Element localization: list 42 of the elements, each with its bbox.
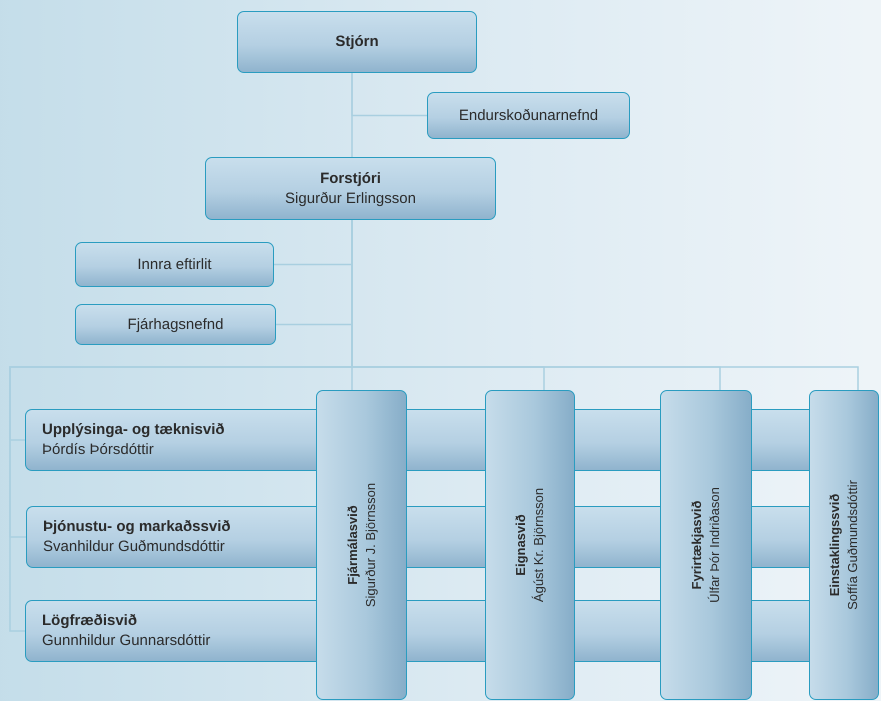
bar-segment xyxy=(752,600,809,662)
person-name: Úlfar Þór Indriðason xyxy=(706,487,723,603)
org-box xyxy=(75,242,274,287)
unit-title: Einstaklingssvið xyxy=(826,494,843,596)
bar-segment xyxy=(752,409,809,471)
division-bar xyxy=(25,409,316,471)
unit-title: Fjárhagsnefnd xyxy=(128,314,224,334)
unit-title: Eignasvið xyxy=(512,514,529,576)
bar-segment xyxy=(575,409,660,471)
division-bar xyxy=(25,600,316,662)
connector-line xyxy=(351,73,427,116)
unit-title: Fjármálasvið xyxy=(344,505,361,585)
bar-segment xyxy=(407,506,485,568)
division-column xyxy=(809,390,879,700)
person-name: Svanhildur Guðmundsdóttir xyxy=(43,537,225,557)
person-name: Sigurður Erlingsson xyxy=(285,188,416,208)
bar-segment xyxy=(575,506,660,568)
unit-title: Lögfræðisvið xyxy=(42,611,138,631)
org-box xyxy=(427,92,630,139)
org-box xyxy=(205,157,496,220)
bar-segment xyxy=(575,600,660,662)
unit-title: Endurskoðunarnefnd xyxy=(458,106,598,126)
unit-title: Forstjóri xyxy=(320,168,381,188)
person-name: Sigurður J. Björnsson xyxy=(362,482,379,608)
division-column xyxy=(485,390,575,700)
division-bar xyxy=(26,506,316,568)
org-box xyxy=(237,11,477,73)
person-name: Ágúst Kr. Björnsson xyxy=(530,488,547,602)
bar-segment xyxy=(752,506,809,568)
person-name: Soffía Guðmundsdóttir xyxy=(844,480,861,610)
division-column xyxy=(316,390,407,700)
division-column xyxy=(660,390,752,700)
bar-segment xyxy=(407,600,485,662)
unit-title: Fyrirtækjasvið xyxy=(688,500,705,590)
unit-title: Þjónustu- og markaðssvið xyxy=(43,517,231,537)
bar-segment xyxy=(407,409,485,471)
org-box xyxy=(75,304,276,345)
unit-title: Upplýsinga- og tæknisvið xyxy=(42,420,225,440)
person-name: Gunnhildur Gunnarsdóttir xyxy=(42,631,210,651)
unit-title: Stjórn xyxy=(335,32,379,52)
unit-title: Innra eftirlit xyxy=(137,254,212,274)
person-name: Þórdís Þórsdóttir xyxy=(42,440,154,460)
